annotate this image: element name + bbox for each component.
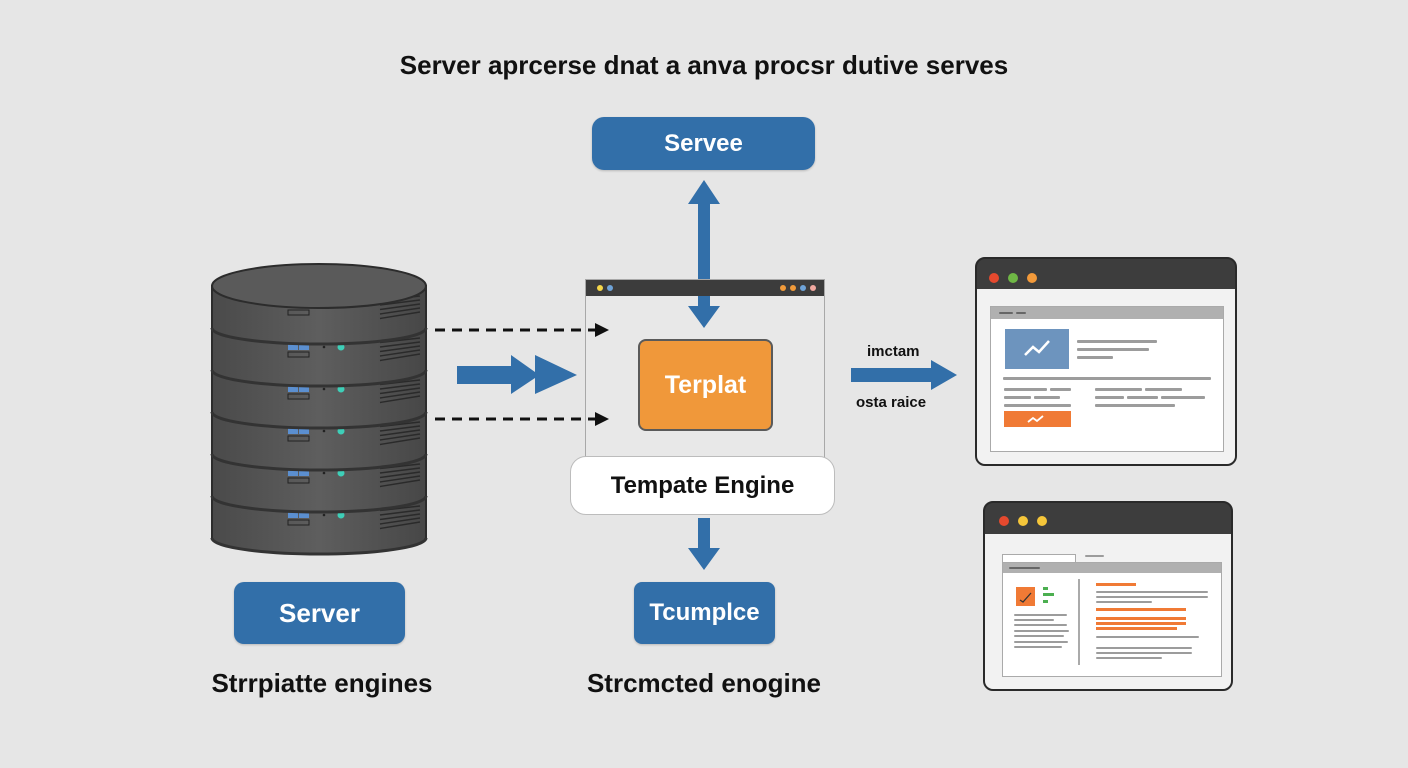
database-server-icon [210, 263, 428, 556]
status-led-icon [337, 469, 345, 477]
drive-bay-icon [288, 383, 298, 392]
drive-bay-icon [288, 467, 298, 476]
page-frame [990, 306, 1224, 452]
column-divider [1078, 579, 1080, 665]
vent-line [379, 437, 421, 446]
close-dot-icon [989, 273, 999, 283]
browser-dashboard-icon [975, 257, 1237, 466]
engine-caption: Strcmcted enogine [586, 668, 822, 698]
dashed-arrow-icon [435, 323, 609, 337]
chart-thumbnail-icon [1005, 329, 1069, 369]
bidirectional-arrow-icon [688, 180, 720, 328]
vent-line [379, 509, 421, 516]
server-node: Server [234, 582, 405, 644]
vent-line [379, 391, 421, 399]
vent-line [379, 311, 421, 320]
drive-bay-icon [288, 341, 298, 350]
window-dot-icon [800, 285, 806, 291]
vent-line [379, 303, 421, 311]
status-led-icon [337, 427, 345, 435]
server-caption: Strrpiatte engines [211, 668, 433, 698]
close-dot-icon [999, 516, 1009, 526]
minimize-dot-icon [1018, 516, 1028, 526]
page-frame [1002, 562, 1222, 677]
window-dot-icon [810, 285, 816, 291]
drive-bay-icon [299, 425, 309, 434]
vent-line [379, 433, 421, 441]
template-node: Terplat [638, 339, 773, 431]
vent-line [379, 307, 421, 315]
arrow-down-icon [688, 518, 720, 570]
maximize-dot-icon [1037, 516, 1047, 526]
vent-line [379, 387, 421, 395]
drive-bay-icon [288, 509, 298, 518]
vent-line [379, 425, 421, 432]
status-led-icon [337, 511, 345, 519]
template-engine-node: Tempate Engine [570, 456, 835, 515]
window-dot-icon [607, 285, 613, 291]
vent-line [379, 517, 421, 525]
trend-button-icon [1004, 411, 1071, 427]
vent-line [379, 521, 421, 530]
output-node: Tcumplce [634, 582, 775, 644]
vent-line [379, 341, 421, 348]
minimize-dot-icon [1027, 273, 1037, 283]
vent-line [379, 395, 421, 404]
server-node-label: Server [279, 597, 360, 628]
arrow-right-icon [851, 360, 957, 390]
vent-line [379, 429, 421, 437]
window-dot-icon [790, 285, 796, 291]
arrow-label-below: osta raice [856, 394, 927, 411]
drive-bay-icon [299, 467, 309, 476]
checkbox-checked-icon [1016, 587, 1035, 606]
maximize-dot-icon [1008, 273, 1018, 283]
vent-line [379, 345, 421, 353]
vent-line [379, 467, 421, 474]
vent-line [379, 299, 421, 306]
servee-node-label: Servee [664, 129, 743, 157]
arrow-label-above: imctam [867, 343, 920, 360]
double-head-arrow-icon [457, 355, 577, 394]
drive-bay-icon [299, 383, 309, 392]
vent-line [379, 471, 421, 479]
drive-bay-icon [288, 425, 298, 434]
window-dot-icon [780, 285, 786, 291]
arrow-down-into-template-icon [688, 296, 720, 328]
vent-line [379, 349, 421, 357]
template-node-label: Terplat [664, 370, 747, 399]
status-led-icon [337, 343, 345, 351]
drive-bay-icon [299, 341, 309, 350]
output-node-label: Tcumplce [649, 599, 760, 626]
tab-shape [1002, 554, 1076, 563]
template-window-titlebar [586, 280, 824, 296]
servee-node: Servee [592, 117, 815, 170]
vent-line [379, 475, 421, 483]
vent-line [379, 353, 421, 362]
template-engine-label: Tempate Engine [610, 471, 795, 499]
diagram-title: Server aprcerse dnat a anva procsr dutiv… [399, 50, 1009, 80]
dashed-arrow-icon [435, 412, 609, 426]
drive-bay-icon [299, 509, 309, 518]
vent-line [379, 513, 421, 521]
browser-document-icon [983, 501, 1233, 691]
window-dot-icon [597, 285, 603, 291]
vent-line [379, 479, 421, 488]
status-led-icon [337, 385, 345, 393]
vent-line [379, 383, 421, 390]
